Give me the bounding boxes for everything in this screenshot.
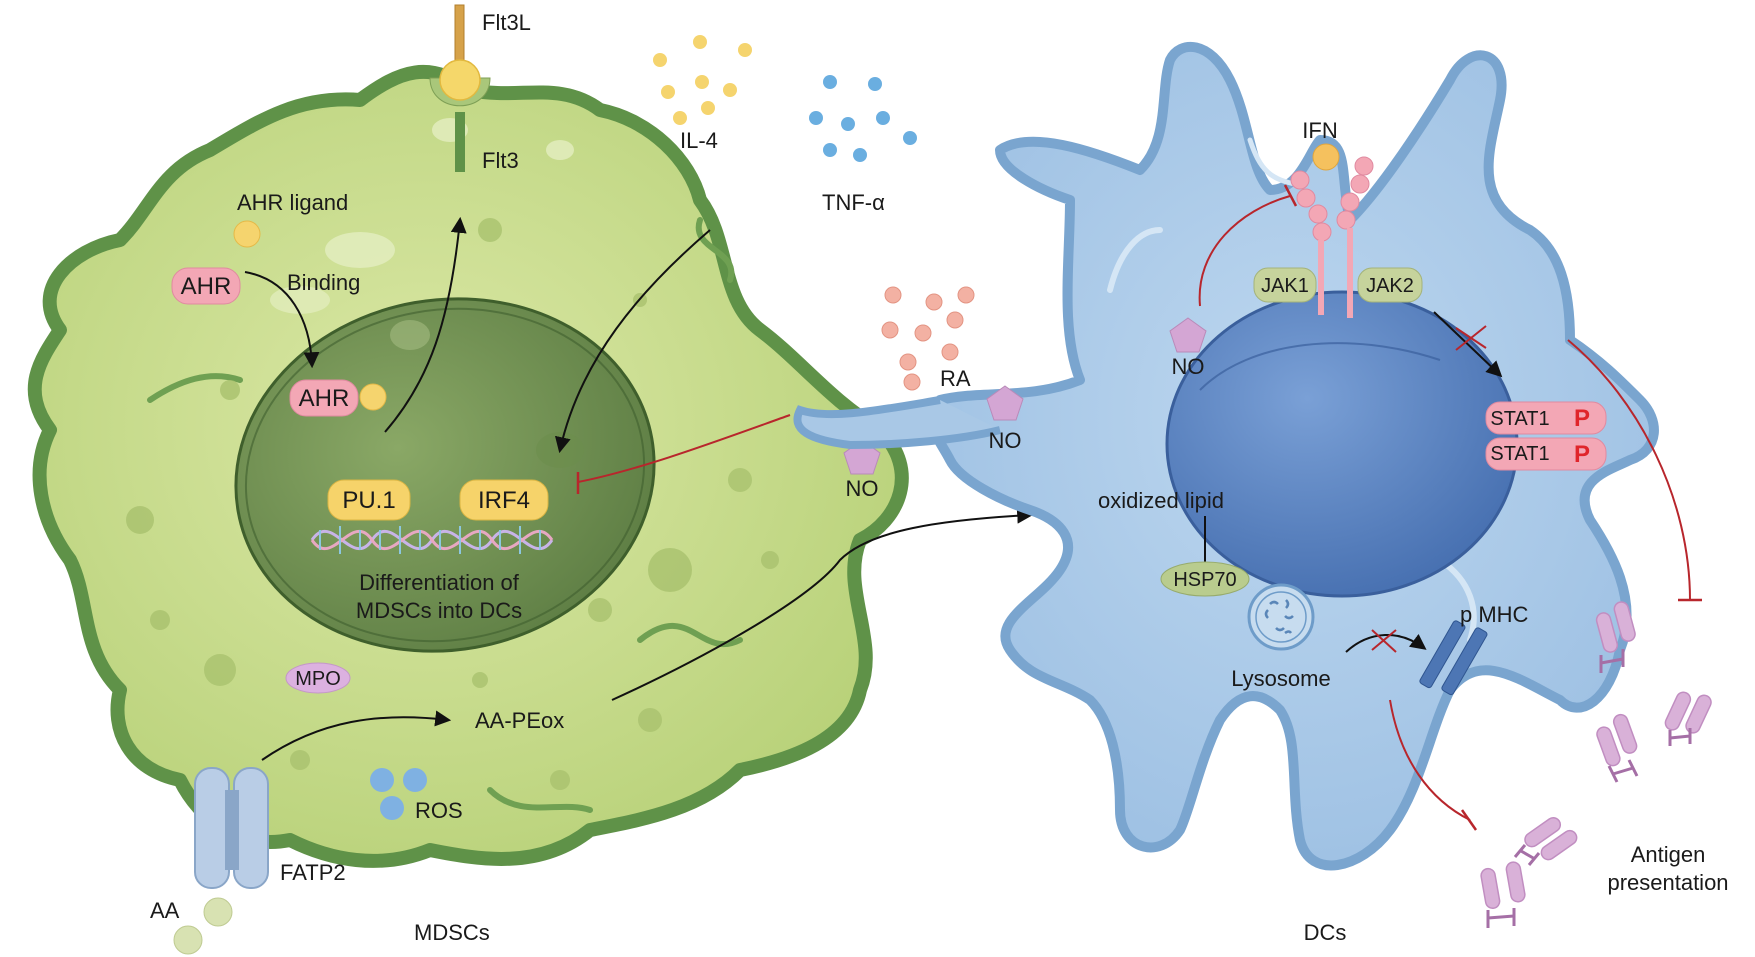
ifn-label: IFN — [1302, 118, 1337, 143]
jak1-label: JAK1 — [1261, 275, 1309, 297]
tnf-label: TNF-α — [822, 190, 885, 215]
dc-cell-label: DCs — [1304, 920, 1347, 945]
mpo-label: MPO — [295, 668, 341, 690]
pu1-label: PU.1 — [342, 487, 395, 514]
aa-to-aapeox-arrow — [261, 710, 452, 761]
ifn-receptor — [1290, 143, 1374, 318]
inhibit-antigen-lower — [1389, 699, 1471, 821]
pu1-pill — [327, 479, 411, 521]
stat1-pill-b — [1485, 437, 1607, 471]
jak1-pill — [1253, 267, 1317, 303]
no-label-mdsc: NO — [846, 476, 879, 501]
membrane-fold — [695, 217, 735, 283]
no-label-left: NO — [989, 428, 1022, 453]
highlight — [546, 140, 574, 160]
no-pentagon-left — [986, 385, 1024, 421]
aa-dot-1 — [203, 897, 233, 927]
mhc-molecules — [1480, 601, 1712, 928]
block-x — [1455, 325, 1487, 351]
stat1-pill-a — [1485, 401, 1607, 435]
flt3-receptor — [429, 4, 491, 172]
membrane-fold — [147, 373, 243, 403]
aapeox-label: AA-PEox — [475, 708, 564, 733]
aa-dot-2 — [173, 925, 203, 955]
mdsc-cell: Flt3L Flt3 IL-4 TNF-α AHR ligand AHR Bin… — [27, 4, 1034, 955]
aapeox-to-dc-arrow — [611, 507, 1034, 701]
ahr-bound-label: AHR — [299, 385, 350, 412]
pmhc-complex — [1419, 620, 1488, 696]
ros-dots — [370, 768, 427, 820]
stat-inhibit-antigen — [1567, 339, 1691, 601]
membrane-fold — [487, 787, 593, 813]
fatp2-label: FATP2 — [280, 860, 346, 885]
dc-nucleus — [1165, 290, 1519, 598]
membrane-fold — [637, 623, 743, 648]
irf4-label: IRF4 — [478, 487, 530, 514]
dc-cell: IFN JAK1 JAK2 NO STAT1 P STAT1 P RA — [793, 41, 1729, 945]
ahr-bound-pill — [289, 379, 359, 417]
ahr-to-flt3-arrow — [384, 216, 467, 433]
ahr-ligand-dot — [233, 220, 261, 248]
oxidized-lipid-label: oxidized lipid — [1098, 488, 1224, 513]
lysosome-label: Lysosome — [1231, 666, 1330, 691]
ahr-pill — [171, 267, 241, 305]
membrane-fold — [1107, 227, 1163, 293]
dc-dendrite-left — [793, 396, 1001, 450]
hsp70-label: HSP70 — [1173, 569, 1236, 591]
jak2-label: JAK2 — [1366, 275, 1414, 297]
il4-label: IL-4 — [680, 128, 718, 153]
ahr-bound-ligand — [359, 383, 387, 411]
antigen-label-line2: presentation — [1607, 870, 1728, 895]
aa-label: AA — [150, 898, 180, 923]
dna-helix — [310, 526, 554, 554]
mpo-blob — [285, 662, 351, 694]
differentiation-line1: Differentiation of — [359, 570, 520, 595]
no-pentagon-top — [1169, 317, 1207, 353]
phospho-a: P — [1574, 405, 1590, 432]
jak-to-stat-arrow — [1433, 311, 1503, 378]
lysosome-to-mhc-arrow — [1345, 633, 1427, 653]
binding-arrow — [244, 271, 320, 369]
hsp70-blob — [1160, 561, 1250, 597]
antigen-label-line1: Antigen — [1631, 842, 1706, 867]
pmhc-label: p MHC — [1460, 602, 1529, 627]
phospho-b: P — [1574, 441, 1590, 468]
no-label-top: NO — [1172, 354, 1205, 379]
ahr-label: AHR — [181, 273, 232, 300]
jak2-pill — [1357, 267, 1423, 303]
flt3l-label: Flt3L — [482, 10, 531, 35]
inhibit-bar — [1283, 184, 1298, 207]
ahr-ligand-label: AHR ligand — [237, 190, 348, 215]
binding-label: Binding — [287, 270, 360, 295]
stat1-label-a: STAT1 — [1490, 408, 1549, 430]
irf4-pill — [459, 479, 549, 521]
stat1-label-b: STAT1 — [1490, 443, 1549, 465]
ros-label: ROS — [415, 798, 463, 823]
no-inhibit-irf4 — [577, 414, 791, 483]
lysosome-organelle — [1247, 583, 1315, 651]
tnf-cytokines — [809, 75, 917, 162]
flt3-label: Flt3 — [482, 148, 519, 173]
fatp2-transporter — [194, 767, 269, 889]
inhibit-bar — [1460, 809, 1478, 831]
tnf-to-irf4-arrow — [554, 229, 711, 454]
highlight — [325, 232, 395, 268]
il4-cytokines — [653, 35, 752, 125]
ra-label: RA — [940, 366, 971, 391]
block-x — [1371, 629, 1397, 653]
ra-dots — [881, 286, 975, 391]
no-inhibit-ifn — [1198, 195, 1291, 307]
differentiation-line2: MDSCs into DCs — [356, 598, 522, 623]
mdsc-cell-label: MDSCs — [414, 920, 490, 945]
